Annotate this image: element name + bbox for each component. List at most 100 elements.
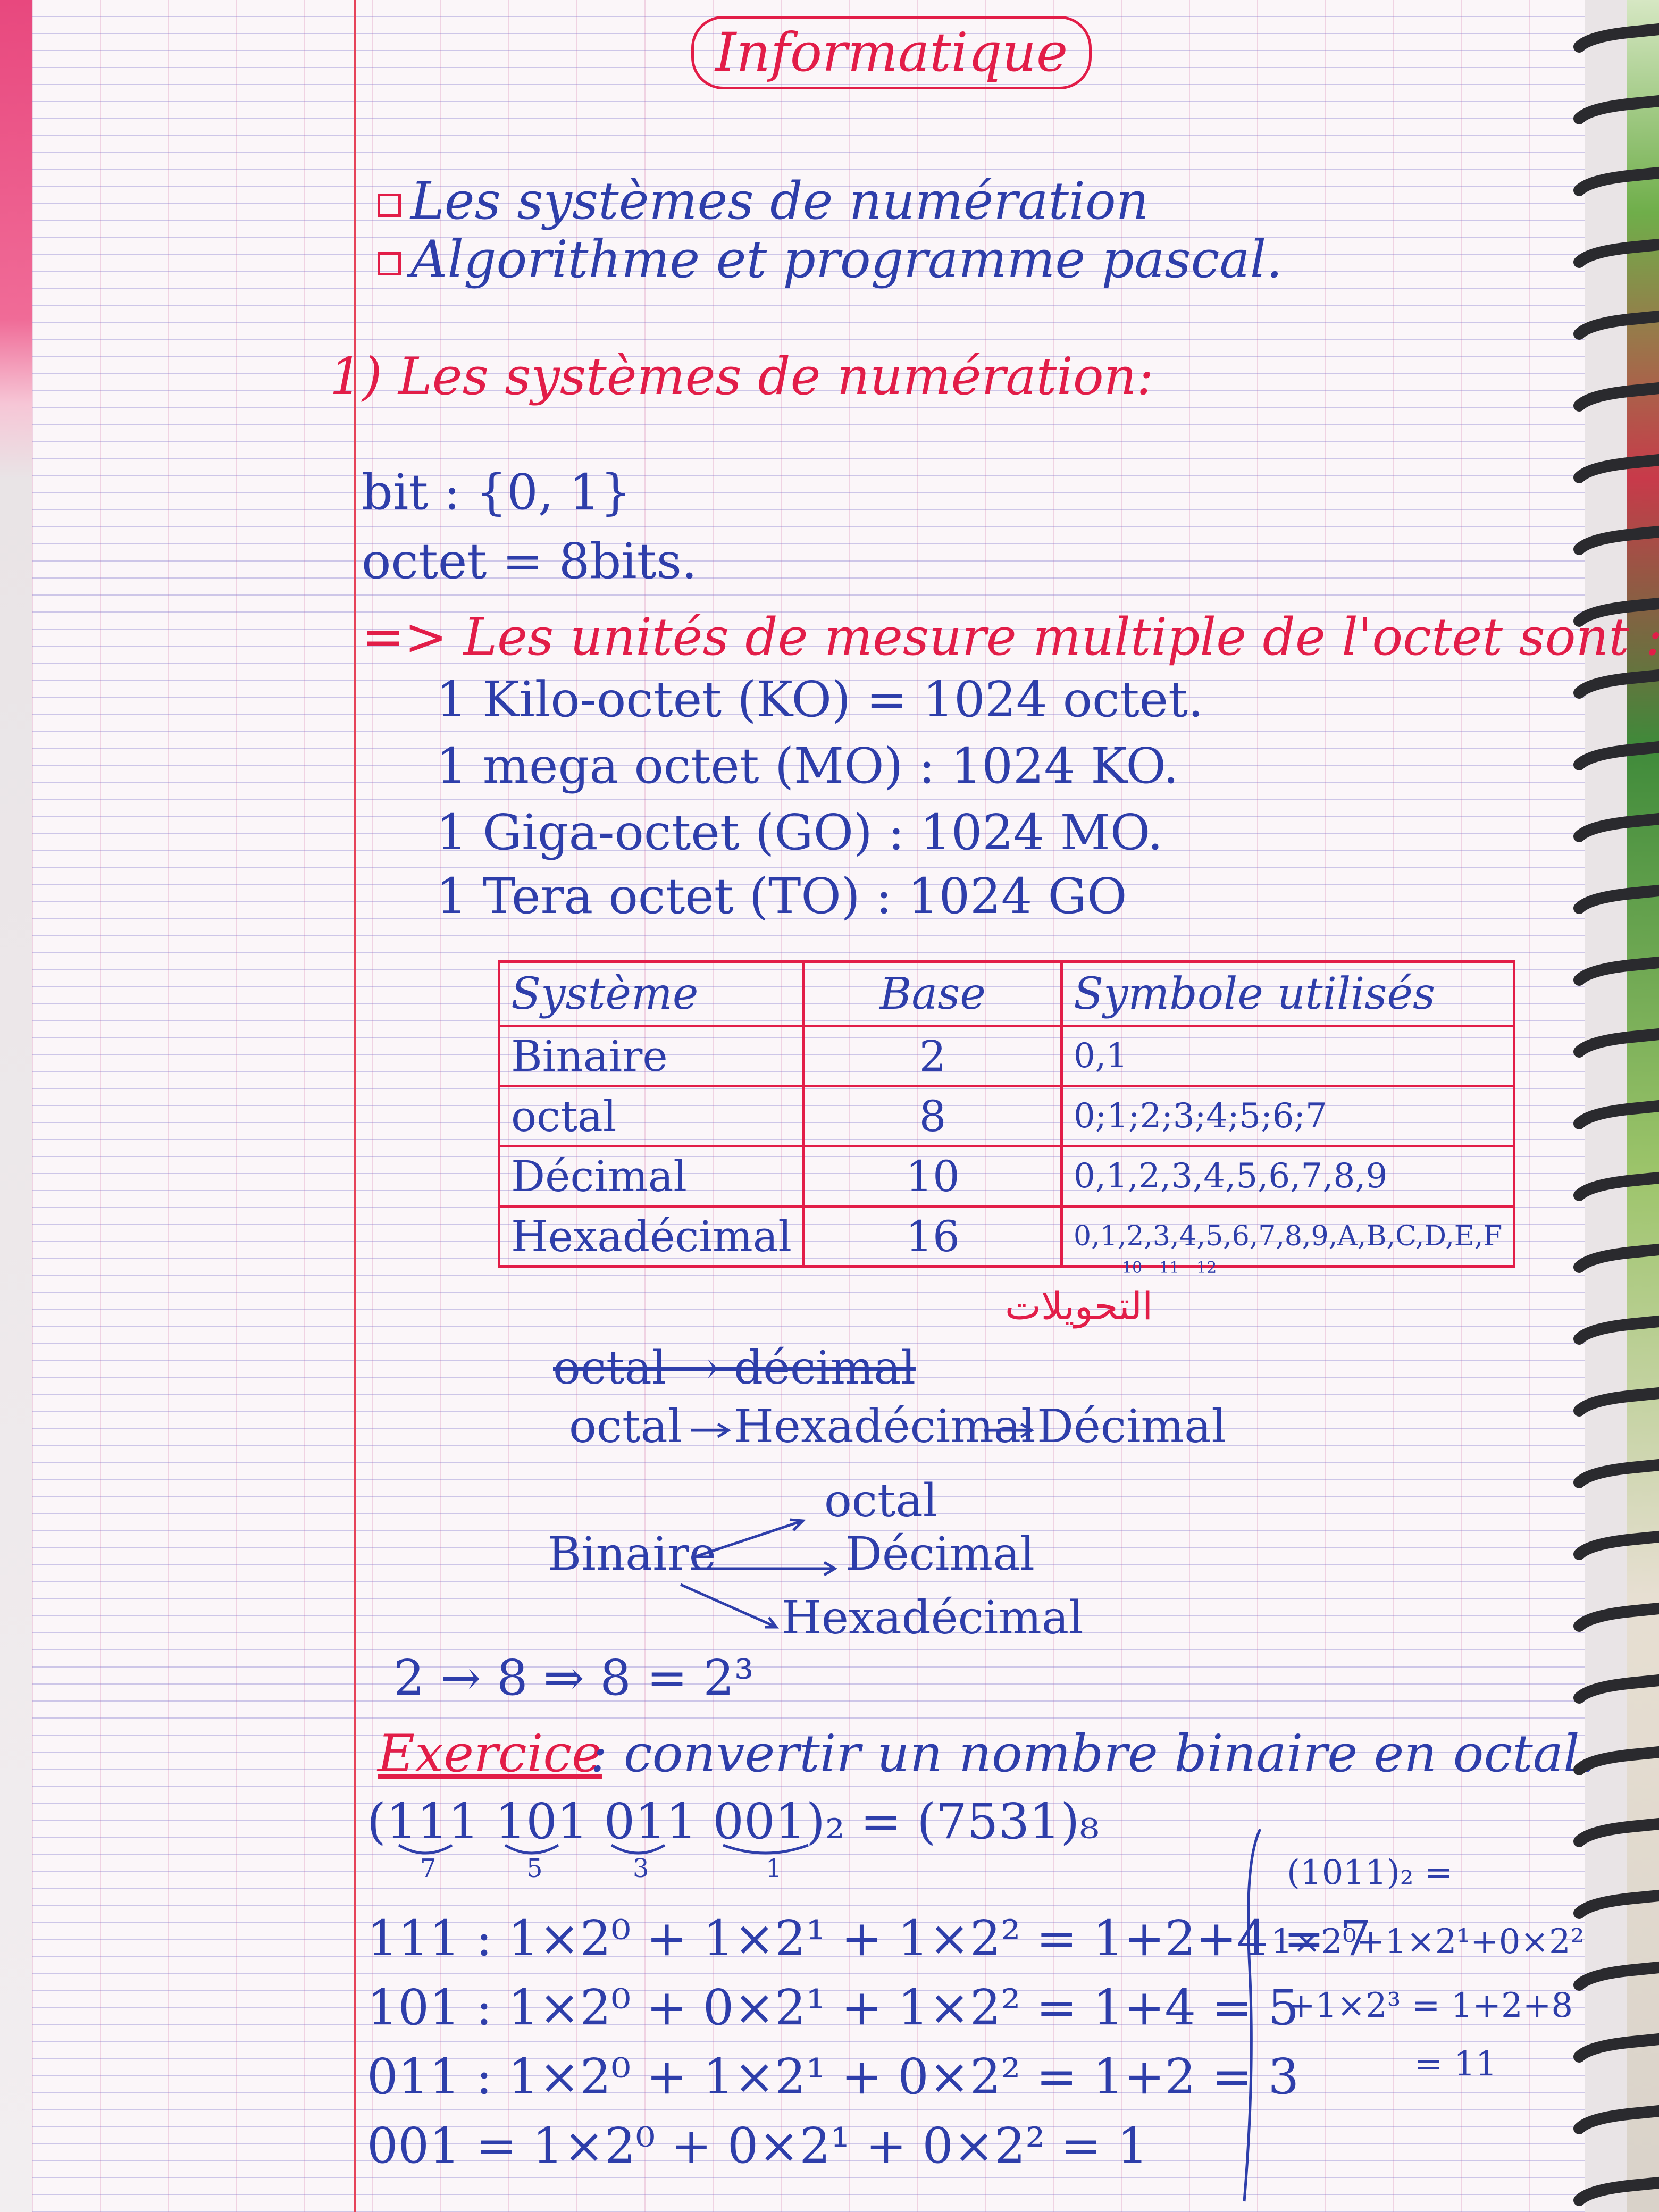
spiral-coil (1573, 454, 1659, 483)
checkbox-icon (378, 252, 401, 275)
chain-octal: octal (569, 1400, 683, 1453)
struck-conversion: octal → décimal (553, 1342, 916, 1395)
checkbox-icon (378, 194, 401, 217)
spiral-coil (1573, 1530, 1659, 1560)
exercise-equation: (111 101 011 001)₂ = (7531)₈ (367, 1793, 1100, 1850)
side-calc-line: +1×2³ = 1+2+8 (1287, 1986, 1573, 2025)
spiral-coil (1573, 1674, 1659, 1704)
table-cell: 2 (802, 1025, 1063, 1087)
spiral-coil (1573, 597, 1659, 627)
target-octal: octal (824, 1474, 938, 1528)
spiral-coil (1573, 1387, 1659, 1417)
spiral-coil (1573, 23, 1659, 53)
spiral-coil (1573, 812, 1659, 842)
notebook-spiral (1573, 23, 1659, 2206)
chain-hexadecimal: Hexadécimal (734, 1400, 1036, 1453)
spiral-coil (1573, 956, 1659, 986)
bit-definition: bit : {0, 1} (362, 464, 632, 521)
calc-line: 011 : 1×2⁰ + 1×2¹ + 0×2² = 1+2 = 3 (367, 2048, 1300, 2105)
subscript-number: 10 (1122, 1259, 1143, 1277)
arabic-note: التحويلات (1005, 1284, 1153, 1328)
chain-decimal: Décimal (1037, 1400, 1226, 1453)
arrow-icon (691, 1561, 837, 1577)
octet-definition: octet = 8bits. (362, 533, 698, 590)
arrow-icon (984, 1422, 1034, 1438)
table-row: octal 8 0;1;2;3;4;5;6;7 (497, 1085, 1516, 1147)
arrow-icon (691, 1422, 731, 1438)
spiral-coil (1573, 1602, 1659, 1632)
arrow-icon (691, 1518, 806, 1560)
spiral-coil (1573, 1459, 1659, 1488)
handwritten-marks (398, 1422, 1262, 2202)
unit-line: 1 Tera octet (TO) : 1024 GO (436, 868, 1127, 925)
side-calc-line: = 11 (1414, 2045, 1497, 2084)
table-cell: 16 (802, 1205, 1063, 1268)
table-cell: 0,1,2,3,4,5,6,7,8,9,A,B,C,D,E,F (1060, 1205, 1516, 1268)
table-header-row: Système Base Symbole utilisés (497, 960, 1516, 1027)
section-heading: 1) Les systèmes de numération: (330, 347, 1154, 406)
exercise-instruction: : convertir un nombre binaire en octal. (590, 1724, 1596, 1783)
calc-line: 001 = 1×2⁰ + 0×2¹ + 0×2² = 1 (367, 2117, 1149, 2174)
target-decimal: Décimal (845, 1528, 1035, 1581)
spiral-coil (1573, 1171, 1659, 1201)
spiral-coil (1573, 2176, 1659, 2206)
table-cell: 0,1,2,3,4,5,6,7,8,9 (1060, 1145, 1516, 1208)
spiral-coil (1573, 2105, 1659, 2134)
spiral-coil (1573, 1817, 1659, 1847)
spiral-coil (1573, 1746, 1659, 1775)
spiral-coil (1573, 95, 1659, 124)
toc-item-2-label: Algorithme et programme pascal. (410, 230, 1283, 289)
side-calc-line: 1×2⁰+1×2¹+0×2² (1271, 1922, 1585, 1962)
group-result: 3 (633, 1854, 649, 1883)
toc-item-1-label: Les systèmes de numération (410, 171, 1149, 231)
table-cell: 10 (802, 1145, 1063, 1208)
spiral-coil (1573, 1028, 1659, 1058)
table-header-cell: Base (802, 960, 1063, 1027)
units-heading: => Les unités de mesure multiple de l'oc… (362, 607, 1659, 667)
spiral-coil (1573, 310, 1659, 340)
unit-line: 1 Kilo-octet (KO) = 1024 octet. (436, 671, 1204, 728)
numeration-table: Système Base Symbole utilisés Binaire 2 … (497, 960, 1516, 1268)
spiral-coil (1573, 1243, 1659, 1273)
table-cell: 8 (802, 1085, 1063, 1147)
table-header-cell: Symbole utilisés (1060, 960, 1516, 1027)
spiral-coil (1573, 382, 1659, 412)
group-result: 5 (526, 1854, 543, 1883)
table-cell: Hexadécimal (497, 1205, 806, 1268)
power-relation: 2 → 8 ⇒ 8 = 2³ (393, 1649, 754, 1706)
table-cell: octal (497, 1085, 806, 1147)
table-row: Hexadécimal 16 0,1,2,3,4,5,6,7,8,9,A,B,C… (497, 1205, 1516, 1268)
table-cell: Décimal (497, 1145, 806, 1208)
unit-line: 1 Giga-octet (GO) : 1024 MO. (436, 804, 1163, 861)
spiral-coil (1573, 1100, 1659, 1129)
brace-icon (398, 1844, 453, 1855)
spiral-coil (1573, 2033, 1659, 2063)
spiral-coil (1573, 741, 1659, 770)
calc-line: 111 : 1×2⁰ + 1×2¹ + 1×2² = 1+2+4 = 7 (367, 1910, 1371, 1967)
subscript-number: 11 (1159, 1259, 1180, 1277)
side-bracket (1243, 1828, 1262, 2202)
group-result: 7 (420, 1854, 437, 1883)
group-result: 1 (766, 1854, 782, 1883)
source-binaire: Binaire (548, 1528, 716, 1581)
subscript-number: 12 (1196, 1259, 1217, 1277)
unit-line: 1 mega octet (MO) : 1024 KO. (436, 738, 1179, 794)
spiral-coil (1573, 1961, 1659, 1991)
toc-item-1: Les systèmes de numération (378, 175, 1149, 227)
spiral-coil (1573, 238, 1659, 268)
spiral-coil (1573, 669, 1659, 699)
brace-icon (610, 1844, 666, 1855)
calc-line: 101 : 1×2⁰ + 0×2¹ + 1×2² = 1+4 = 5 (367, 1979, 1300, 2036)
table-cell: 0,1 (1060, 1025, 1516, 1087)
table-header-cell: Système (497, 960, 806, 1027)
table-cell: 0;1;2;3;4;5;6;7 (1060, 1085, 1516, 1147)
target-hexadecimal: Hexadécimal (782, 1591, 1084, 1645)
spiral-coil (1573, 525, 1659, 555)
table-row: Binaire 2 0,1 (497, 1025, 1516, 1087)
spiral-coil (1573, 166, 1659, 196)
spiral-coil (1573, 1889, 1659, 1919)
table-row: Décimal 10 0,1,2,3,4,5,6,7,8,9 (497, 1145, 1516, 1208)
toc-item-2: Algorithme et programme pascal. (378, 234, 1283, 285)
spiral-coil (1573, 1315, 1659, 1345)
notebook-page: Informatique Les systèmes de numération … (32, 0, 1659, 2212)
